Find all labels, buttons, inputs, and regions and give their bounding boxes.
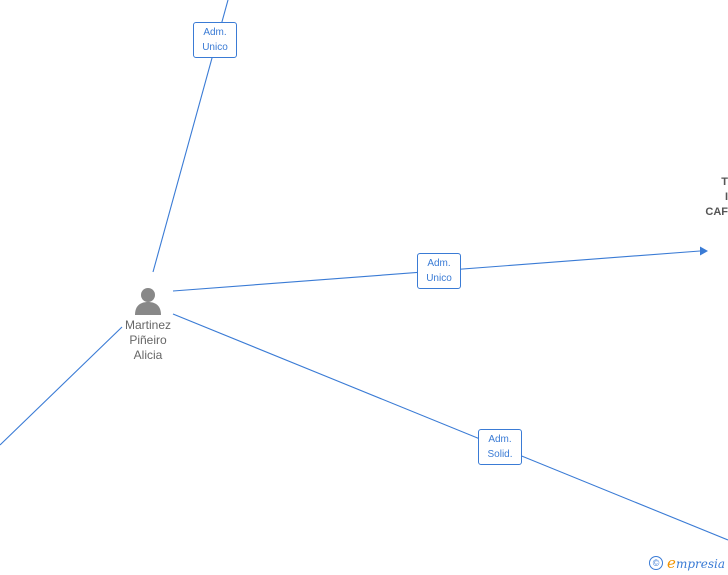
brand-logo-text: mpresia xyxy=(675,557,725,571)
relation-label-line: Adm. xyxy=(203,27,227,38)
brand-watermark[interactable]: © empresia xyxy=(649,554,725,572)
company-name-line: CAF xyxy=(705,206,728,218)
edge-to-left-company xyxy=(0,326,123,446)
person-icon xyxy=(135,288,161,315)
brand-logo: empresia xyxy=(667,554,725,572)
person-name-line: Alicia xyxy=(133,348,163,362)
relation-label-line: Adm. xyxy=(427,258,451,269)
person-name-line: Martinez xyxy=(124,318,171,332)
company-name-line: T xyxy=(721,176,728,188)
brand-logo-initial: e xyxy=(667,554,676,572)
offscreen-company-node[interactable]: T I CAF xyxy=(705,175,728,220)
relation-label-top[interactable]: Adm. Unico xyxy=(193,22,237,58)
relation-label-bottom[interactable]: Adm. Solid. xyxy=(478,429,522,465)
relation-label-line: Adm. xyxy=(488,434,512,445)
relation-label-right[interactable]: Adm. Unico xyxy=(417,253,461,289)
arrowhead-right xyxy=(700,246,708,256)
relation-label-line: Unico xyxy=(202,42,228,53)
copyright-icon: © xyxy=(649,556,664,570)
relation-label-line: Solid. xyxy=(487,449,513,460)
person-name-line: Piñeiro xyxy=(129,333,167,347)
person-node[interactable]: Martinez Piñeiro Alicia xyxy=(110,286,186,363)
edge-to-bottom-company xyxy=(172,313,728,541)
company-name-line: I xyxy=(724,191,728,203)
relation-label-line: Unico xyxy=(426,273,452,284)
